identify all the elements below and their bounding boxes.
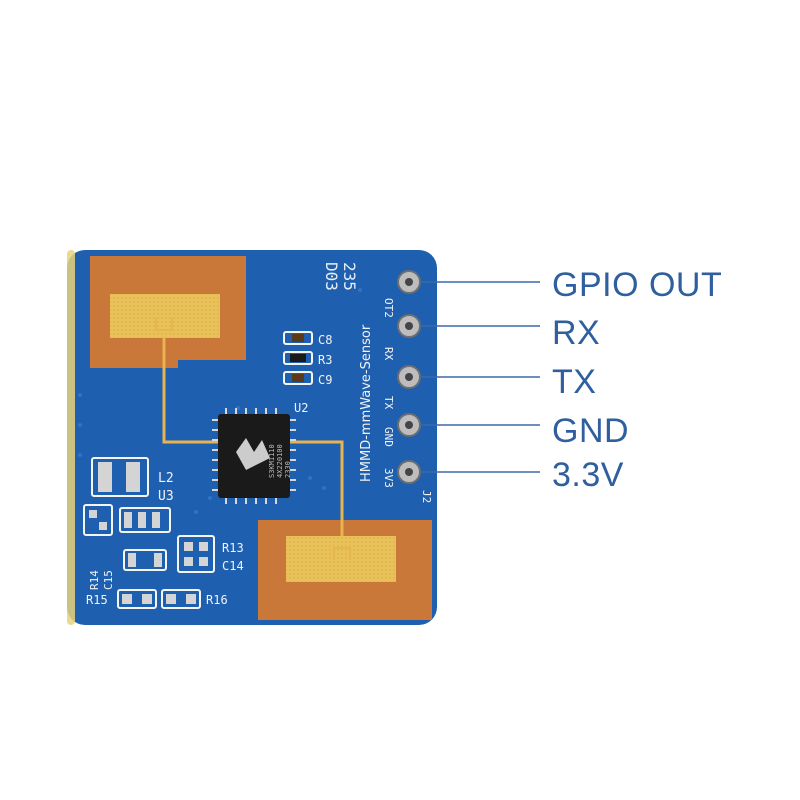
label-r16: R16 — [206, 593, 228, 607]
label-c9: C9 — [318, 373, 332, 387]
passives-u2: C8 R3 C9 U2 — [283, 331, 332, 415]
pin-label-rx: RX — [552, 314, 601, 352]
module-name: HMMD-mmWave-Sensor — [359, 324, 374, 482]
pin-label-gnd: GND — [552, 412, 630, 450]
label-r13: R13 — [222, 541, 244, 555]
silk-pin-gnd: GND — [382, 427, 395, 447]
antenna-pad-top — [110, 294, 220, 338]
connector-label: J2 — [420, 490, 433, 503]
chip-marking-2: 4X220100 — [276, 444, 284, 478]
pin-label-tx: TX — [552, 363, 597, 401]
chip-marking-3: 2330 — [284, 461, 292, 478]
batch-number: 235 — [340, 262, 359, 291]
pin-label-3v3: 3.3V — [552, 456, 624, 494]
silk-pin-rx: RX — [382, 347, 395, 361]
chip-marking-1: S3KM1110 — [268, 444, 276, 478]
label-c15: C15 — [102, 570, 115, 590]
label-r15: R15 — [86, 593, 108, 607]
label-r14: R14 — [88, 570, 101, 590]
radar-chip: S3KM1110 4X220100 2330 — [212, 408, 296, 504]
silk-pin-ot2: OT2 — [382, 298, 395, 318]
pin-label-gpio-out: GPIO OUT — [552, 266, 723, 304]
label-r3: R3 — [318, 353, 332, 367]
antenna-pad-bottom — [286, 536, 396, 582]
batch-code: D03 — [322, 262, 341, 291]
header-pins — [397, 270, 421, 484]
pin-leader-lines — [420, 281, 540, 473]
silk-pin-3v3: 3V3 — [382, 468, 395, 488]
silk-pin-tx: TX — [382, 396, 395, 410]
label-u2: U2 — [294, 401, 308, 415]
passives-lower-left — [83, 457, 215, 609]
label-c14: C14 — [222, 559, 244, 573]
label-l2: L2 — [158, 471, 174, 486]
label-c8: C8 — [318, 333, 332, 347]
label-u3: U3 — [158, 489, 174, 504]
